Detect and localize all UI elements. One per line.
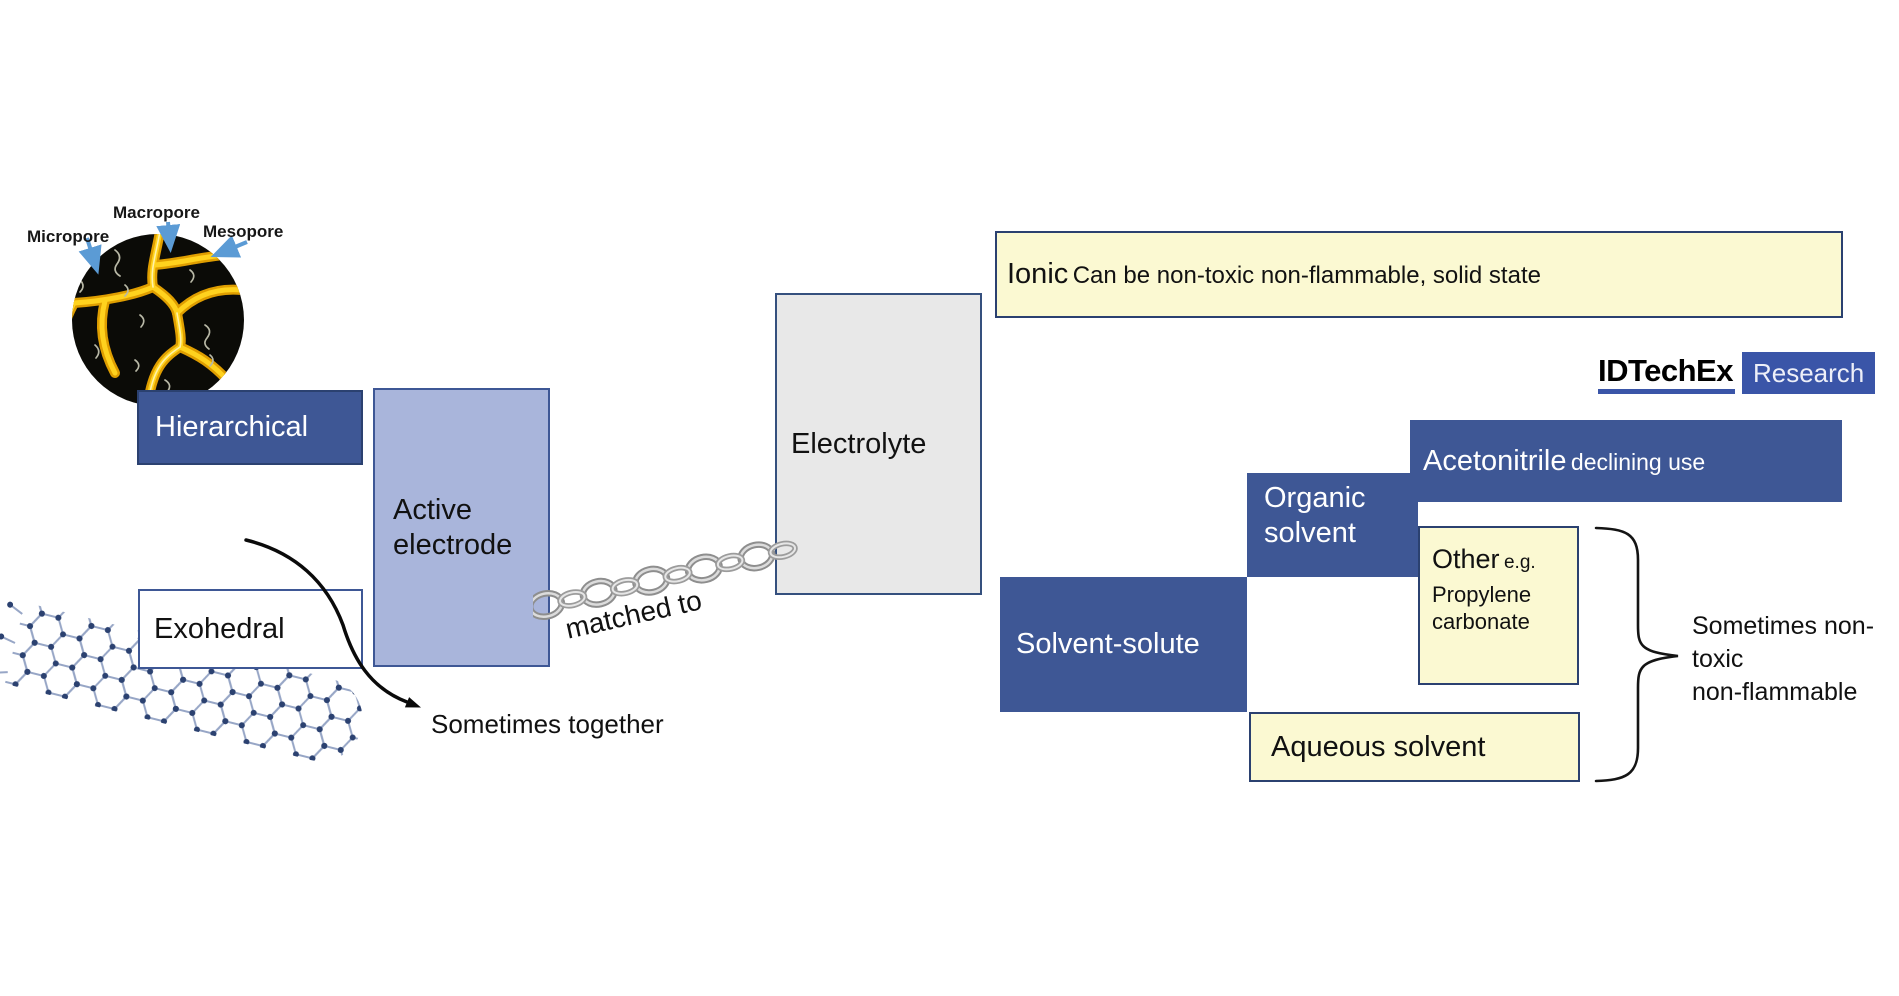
- macropore-label: Macropore: [113, 203, 200, 222]
- organic-solvent-box: Organic solvent: [1247, 473, 1418, 577]
- acetonitrile-box: Acetonitrile declining use: [1410, 420, 1842, 502]
- idtechex-logo: IDTechEx Research: [1598, 352, 1876, 394]
- acetonitrile-title: Acetonitrile: [1423, 444, 1567, 477]
- brace-note: Sometimes non- toxic non-flammable: [1692, 610, 1874, 709]
- active-electrode-box: Active electrode: [373, 388, 550, 667]
- aqueous-solvent-label: Aqueous solvent: [1271, 730, 1486, 763]
- exohedral-label: Exohedral: [154, 612, 285, 645]
- ionic-box: Ionic Can be non-toxic non-flammable, so…: [995, 231, 1843, 318]
- solvent-solute-label: Solvent-solute: [1016, 628, 1200, 661]
- exohedral-box: Exohedral: [138, 589, 363, 669]
- brace-note-line2: toxic: [1692, 645, 1744, 673]
- mesopore-label: Mesopore: [203, 222, 284, 241]
- brace-note-line1: Sometimes non-: [1692, 612, 1875, 640]
- other-detail: Propylene carbonate: [1432, 582, 1532, 634]
- electrolyte-box: Electrolyte: [775, 293, 982, 595]
- active-electrode-label: Active electrode: [393, 493, 513, 561]
- hierarchical-box: Hierarchical: [137, 390, 363, 465]
- solvent-solute-box: Solvent-solute: [1000, 577, 1247, 712]
- other-title: Other: [1432, 544, 1500, 574]
- carbon-nanotube-image: [0, 601, 363, 762]
- chain-image: [533, 540, 798, 621]
- electrolyte-label: Electrolyte: [791, 427, 927, 460]
- acetonitrile-note: declining use: [1570, 448, 1706, 475]
- idtechex-logo-brand: IDTechEx: [1598, 353, 1735, 394]
- aqueous-solvent-box: Aqueous solvent: [1249, 712, 1580, 782]
- ionic-note: Can be non-toxic non-flammable, solid st…: [1072, 262, 1541, 289]
- pore-structure-image: [72, 221, 248, 406]
- other-box: Other e.g. Propylene carbonate: [1418, 526, 1579, 685]
- right-curly-brace: [1594, 526, 1679, 783]
- pore-label-arrows: [78, 221, 248, 275]
- hierarchical-label: Hierarchical: [155, 411, 309, 444]
- micropore-label: Micropore: [27, 227, 110, 246]
- sometimes-together-annotation: Sometimes together: [431, 709, 664, 739]
- curved-arrow: [244, 538, 421, 708]
- other-eg: e.g.: [1503, 552, 1536, 573]
- idtechex-logo-suffix: Research: [1741, 352, 1876, 394]
- brace-note-line3: non-flammable: [1692, 678, 1858, 706]
- organic-solvent-label: Organic solvent: [1264, 482, 1366, 549]
- ionic-title: Ionic: [1007, 258, 1069, 290]
